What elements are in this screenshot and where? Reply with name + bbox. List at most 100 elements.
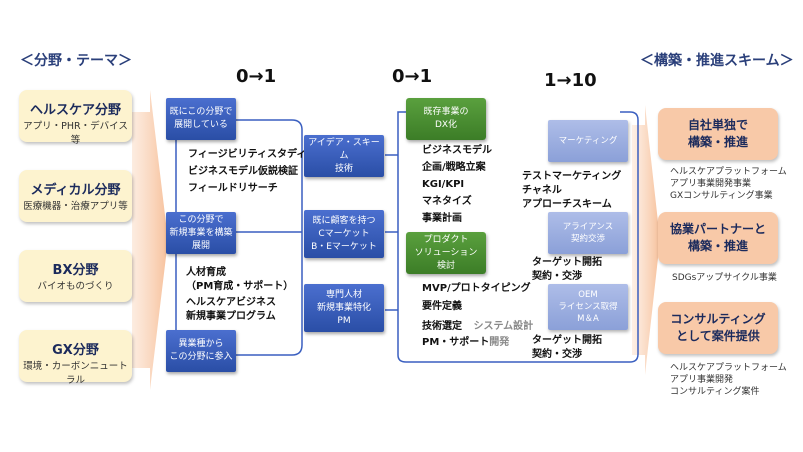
left-header: ＜分野・テーマ＞ [20, 53, 132, 69]
col3-text-mvp: MVP/プロトタイピング 要件定義 [422, 282, 531, 314]
text-line: 契約・交渉 [532, 271, 582, 282]
text-line: KGI/KPI [422, 179, 465, 190]
scheme-title: コンサルティング [670, 312, 766, 326]
box-line: B・Eマーケット [311, 241, 377, 252]
scheme-title: として案件提供 [676, 329, 760, 343]
box-line: ソリューション [414, 247, 478, 258]
text-line: 事業計画 [422, 213, 462, 224]
scheme-title: 自社単独で [687, 118, 748, 132]
text-line: ビジネスモデル仮説検証 [188, 166, 298, 177]
box-line: 展開している [174, 120, 228, 130]
box-line: ライセンス取得 [558, 302, 618, 312]
box-line: アイデア・スキーム [308, 137, 380, 161]
col3-text-pm: PM・サポート開発 [422, 336, 509, 350]
text-line: 要件定義 [422, 301, 462, 312]
col1-text-research: フィージビリティスタディ ビジネスモデル仮説検証 フィールドリサーチ [188, 148, 306, 196]
box-line: 既にこの分野で [169, 107, 233, 117]
note-line: ヘルスケアプラットフォーム [670, 363, 787, 373]
scheme-consulting[interactable]: コンサルティングとして案件提供 [658, 302, 778, 354]
text-line: 人材育成 [186, 267, 226, 278]
text-line: PM・サポート [422, 337, 490, 348]
box-line: PM [337, 315, 351, 326]
box-line: 契約交渉 [570, 234, 605, 244]
text-line: 新規事業プログラム [186, 311, 276, 322]
note-line: アプリ事業開発事業 [670, 179, 752, 189]
field-subtitle: 環境・カーボンニュートラル [23, 361, 128, 386]
col4-box-alliance[interactable]: アライアンス契約交渉 [548, 212, 628, 254]
box-line: Cマーケット [318, 228, 370, 239]
field-subtitle: バイオものづくり [37, 281, 114, 292]
col2-box-idea[interactable]: アイデア・スキーム技術 [304, 135, 384, 177]
box-line: DX化 [434, 120, 458, 130]
field-bx[interactable]: BX分野 バイオものづくり [19, 250, 132, 302]
box-line: M＆A [577, 314, 599, 324]
text-line: （PM育成・サポート） [186, 281, 294, 292]
col1-box-existing[interactable]: 既にこの分野で展開している [166, 98, 236, 140]
text-line: MVP/プロトタイピング [422, 283, 531, 294]
text-line: ターゲット開拓 [532, 335, 602, 346]
scheme-title: 構築・推進 [687, 239, 748, 253]
stage-label-2: 0→1 [392, 66, 433, 87]
note-line: GXコンサルティング事業 [670, 191, 773, 201]
text-line: チャネル [522, 185, 562, 196]
right-header: ＜構築・推進スキーム＞ [640, 53, 794, 69]
text-line: 契約・交渉 [532, 349, 582, 360]
scheme-own[interactable]: 自社単独で構築・推進 [658, 108, 778, 160]
col3-text-tech: 技術選定 システム設計 [422, 320, 533, 334]
scheme-partner[interactable]: 協業パートナーと構築・推進 [658, 212, 778, 264]
box-line: アライアンス [562, 222, 614, 232]
right-flow-arrow [632, 105, 660, 375]
text-line: フィージビリティスタディ [188, 149, 307, 160]
field-title: ヘルスケア分野 [29, 103, 121, 118]
left-flow-arrow [132, 90, 168, 390]
text-line: 企画/戦略立案 [422, 162, 486, 173]
col4-box-oem[interactable]: OEM ライセンス取得 M＆A [548, 284, 628, 330]
text-line: テストマーケティング [522, 171, 622, 182]
field-subtitle: 医療機器・治療アプリ等 [23, 201, 128, 212]
box-line: 新規事業特化 [316, 302, 371, 313]
text-line: フィールドリサーチ [188, 183, 278, 194]
text-line: ビジネスモデル [422, 145, 492, 156]
field-subtitle: アプリ・PHR・デバイス等 [23, 121, 128, 146]
field-medical[interactable]: メディカル分野 医療機器・治療アプリ等 [19, 170, 132, 222]
scheme-own-notes: ヘルスケアプラットフォーム アプリ事業開発事業 GXコンサルティング事業 [670, 166, 787, 202]
stage-label-3: 1→10 [544, 70, 597, 91]
text-line: マネタイズ [422, 196, 472, 207]
field-healthcare[interactable]: ヘルスケア分野 アプリ・PHR・デバイス等 [19, 90, 132, 146]
col2-box-customers[interactable]: 既に顧客を持つ Cマーケット B・Eマーケット [304, 210, 384, 258]
col1-text-training: 人材育成 （PM育成・サポート） ヘルスケアビジネス 新規事業プログラム [186, 266, 293, 324]
text-line: アプローチスキーム [522, 199, 612, 210]
field-title: BX分野 [52, 263, 99, 278]
box-line: この分野で [178, 214, 224, 225]
col1-box-new-business[interactable]: この分野で新規事業を構築展開 [166, 212, 236, 254]
col4-box-marketing[interactable]: マーケティング [548, 120, 628, 162]
col4-text-marketing: テストマーケティング チャネル アプローチスキーム [522, 170, 621, 212]
note-line: SDGsアップサイクル事業 [672, 273, 777, 283]
note-line: コンサルティング案件 [670, 387, 760, 397]
box-line: OEM [578, 290, 598, 300]
box-line: 既に顧客を持つ [312, 215, 376, 226]
box-line: 専門人材 [325, 289, 362, 300]
scheme-title: 構築・推進 [687, 135, 748, 149]
box-line: プロダクト [423, 234, 469, 245]
box-line: 技術 [334, 163, 353, 174]
box-line: 既存事業の [423, 107, 469, 117]
box-line: 検討 [436, 260, 455, 271]
field-gx[interactable]: GX分野 環境・カーボンニュートラル [19, 330, 132, 386]
text-line: 開発 [489, 337, 510, 348]
field-title: メディカル分野 [30, 183, 121, 198]
box-line: 展開 [191, 240, 210, 251]
text-line: ターゲット開拓 [532, 257, 602, 268]
box-line: この分野に参入 [169, 352, 233, 362]
text-line: ヘルスケアビジネス [186, 297, 276, 308]
field-title: GX分野 [52, 343, 99, 358]
col3-box-dx[interactable]: 既存事業の DX化 [406, 98, 486, 140]
stage-label-1: 0→1 [236, 66, 277, 87]
col1-box-cross-industry[interactable]: 異業種からこの分野に参入 [166, 330, 236, 372]
scheme-title: 協業パートナーと [669, 222, 766, 236]
col3-box-product[interactable]: プロダクトソリューション検討 [406, 232, 486, 274]
note-line: ヘルスケアプラットフォーム [670, 167, 787, 177]
col2-box-specialists[interactable]: 専門人材新規事業特化 PM [304, 284, 384, 332]
text-line: 技術選定 [422, 321, 462, 332]
